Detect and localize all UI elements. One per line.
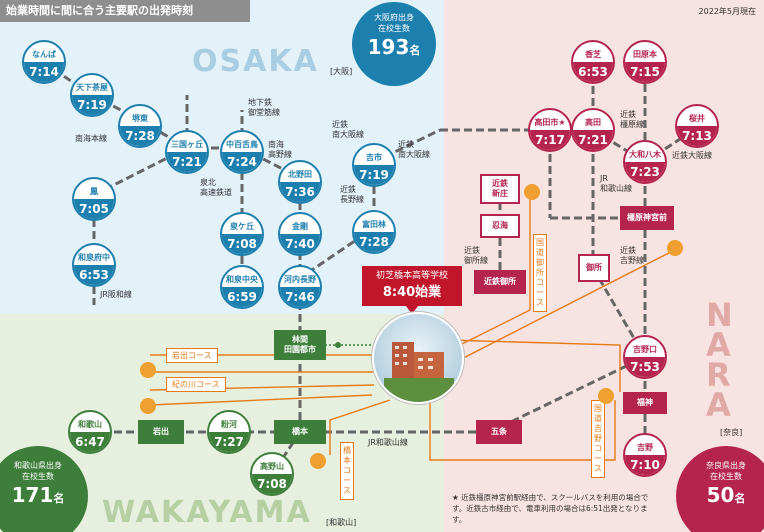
route-gose: 国道御所コース [533,234,547,312]
footnote: ★ 近鉄橿原神宮前駅経由で、スクールバスを利用の場合です。近鉄古市経由で、電車利… [452,493,649,524]
line-nankai-honsen: 南海本線 [75,134,107,143]
count-nara: 奈良県出身 在校生数 50名 [676,446,764,532]
line-nankai-koya: 南海 高野線 [268,140,292,159]
count-wakayama: 和歌山県出身 在校生数 171名 [0,446,88,532]
bus-icon [598,388,614,404]
route-hashimoto: 橋本コース [340,442,354,500]
line-jr-wakayama-2: JR和歌山線 [368,438,408,447]
route-kinokawa: 紀の川コース [166,377,226,392]
station-gose: 御所 [578,254,610,282]
station-kintetsu-shinjo: 近鉄 新庄 [480,174,520,204]
line-jr-hanwa: JR阪和線 [100,290,132,299]
station-rinkan: 林間 田園都市 [274,330,326,360]
school-building-illustration [384,342,454,402]
bus-icon [524,184,540,200]
line-kintetsu-nagano: 近鉄 長野線 [340,185,364,204]
line-kintetsu-osaka: 近鉄大阪線 [672,151,712,160]
region-wakayama: WAKAYAMA [102,495,312,530]
station-gose-kintetsu: 近鉄御所 [474,270,526,294]
school-callout: 初芝橋本高等学校 8:40始業 [362,266,462,306]
station-gojo: 五条 [476,420,522,444]
line-senboku: 泉北 高速鉄道 [200,178,232,197]
region-nara-tag: [奈良] [720,428,743,437]
station-oshimi: 忍海 [480,214,520,238]
bus-icon [667,240,683,256]
region-osaka: OSAKA [192,44,319,79]
line-kintetsu-kashihara: 近鉄 橿原線 [620,110,644,129]
bus-icon [140,362,156,378]
count-osaka: 大阪府出身 在校生数 193名 [352,2,436,86]
region-osaka-tag: [大阪] [330,67,353,76]
line-kintetsu-gose: 近鉄 御所線 [464,246,488,265]
bus-icon [140,398,156,414]
region-wakayama-tag: [和歌山] [326,518,357,527]
line-kintetsu-yoshino: 近鉄 吉野線 [620,246,644,265]
route-yoshino: 国道吉野コース [591,400,605,478]
line-chikatetsu: 地下鉄 御堂筋線 [248,98,280,117]
bus-icon [310,453,326,469]
station-kashihara: 橿原神宮前 [620,206,674,230]
region-nara: NARA [706,296,735,424]
line-jr-wakayama: JR 和歌山線 [600,174,632,193]
date-label: 2022年5月現在 [698,7,756,16]
route-iwade: 岩出コース [166,348,218,363]
station-fukugami: 福神 [623,392,667,414]
page-title: 始業時間に間に合う主要駅の出発時刻 [0,0,250,22]
school-photo [372,312,464,404]
station-iwade: 岩出 [138,420,184,444]
line-kintetsu-minamiosaka-2: 近鉄 南大阪線 [398,140,430,159]
line-kintetsu-minamiosaka: 近鉄 南大阪線 [332,120,364,139]
station-hashimoto: 橋本 [274,420,326,444]
station-takadashi: 高田市★7:17 [528,108,572,152]
